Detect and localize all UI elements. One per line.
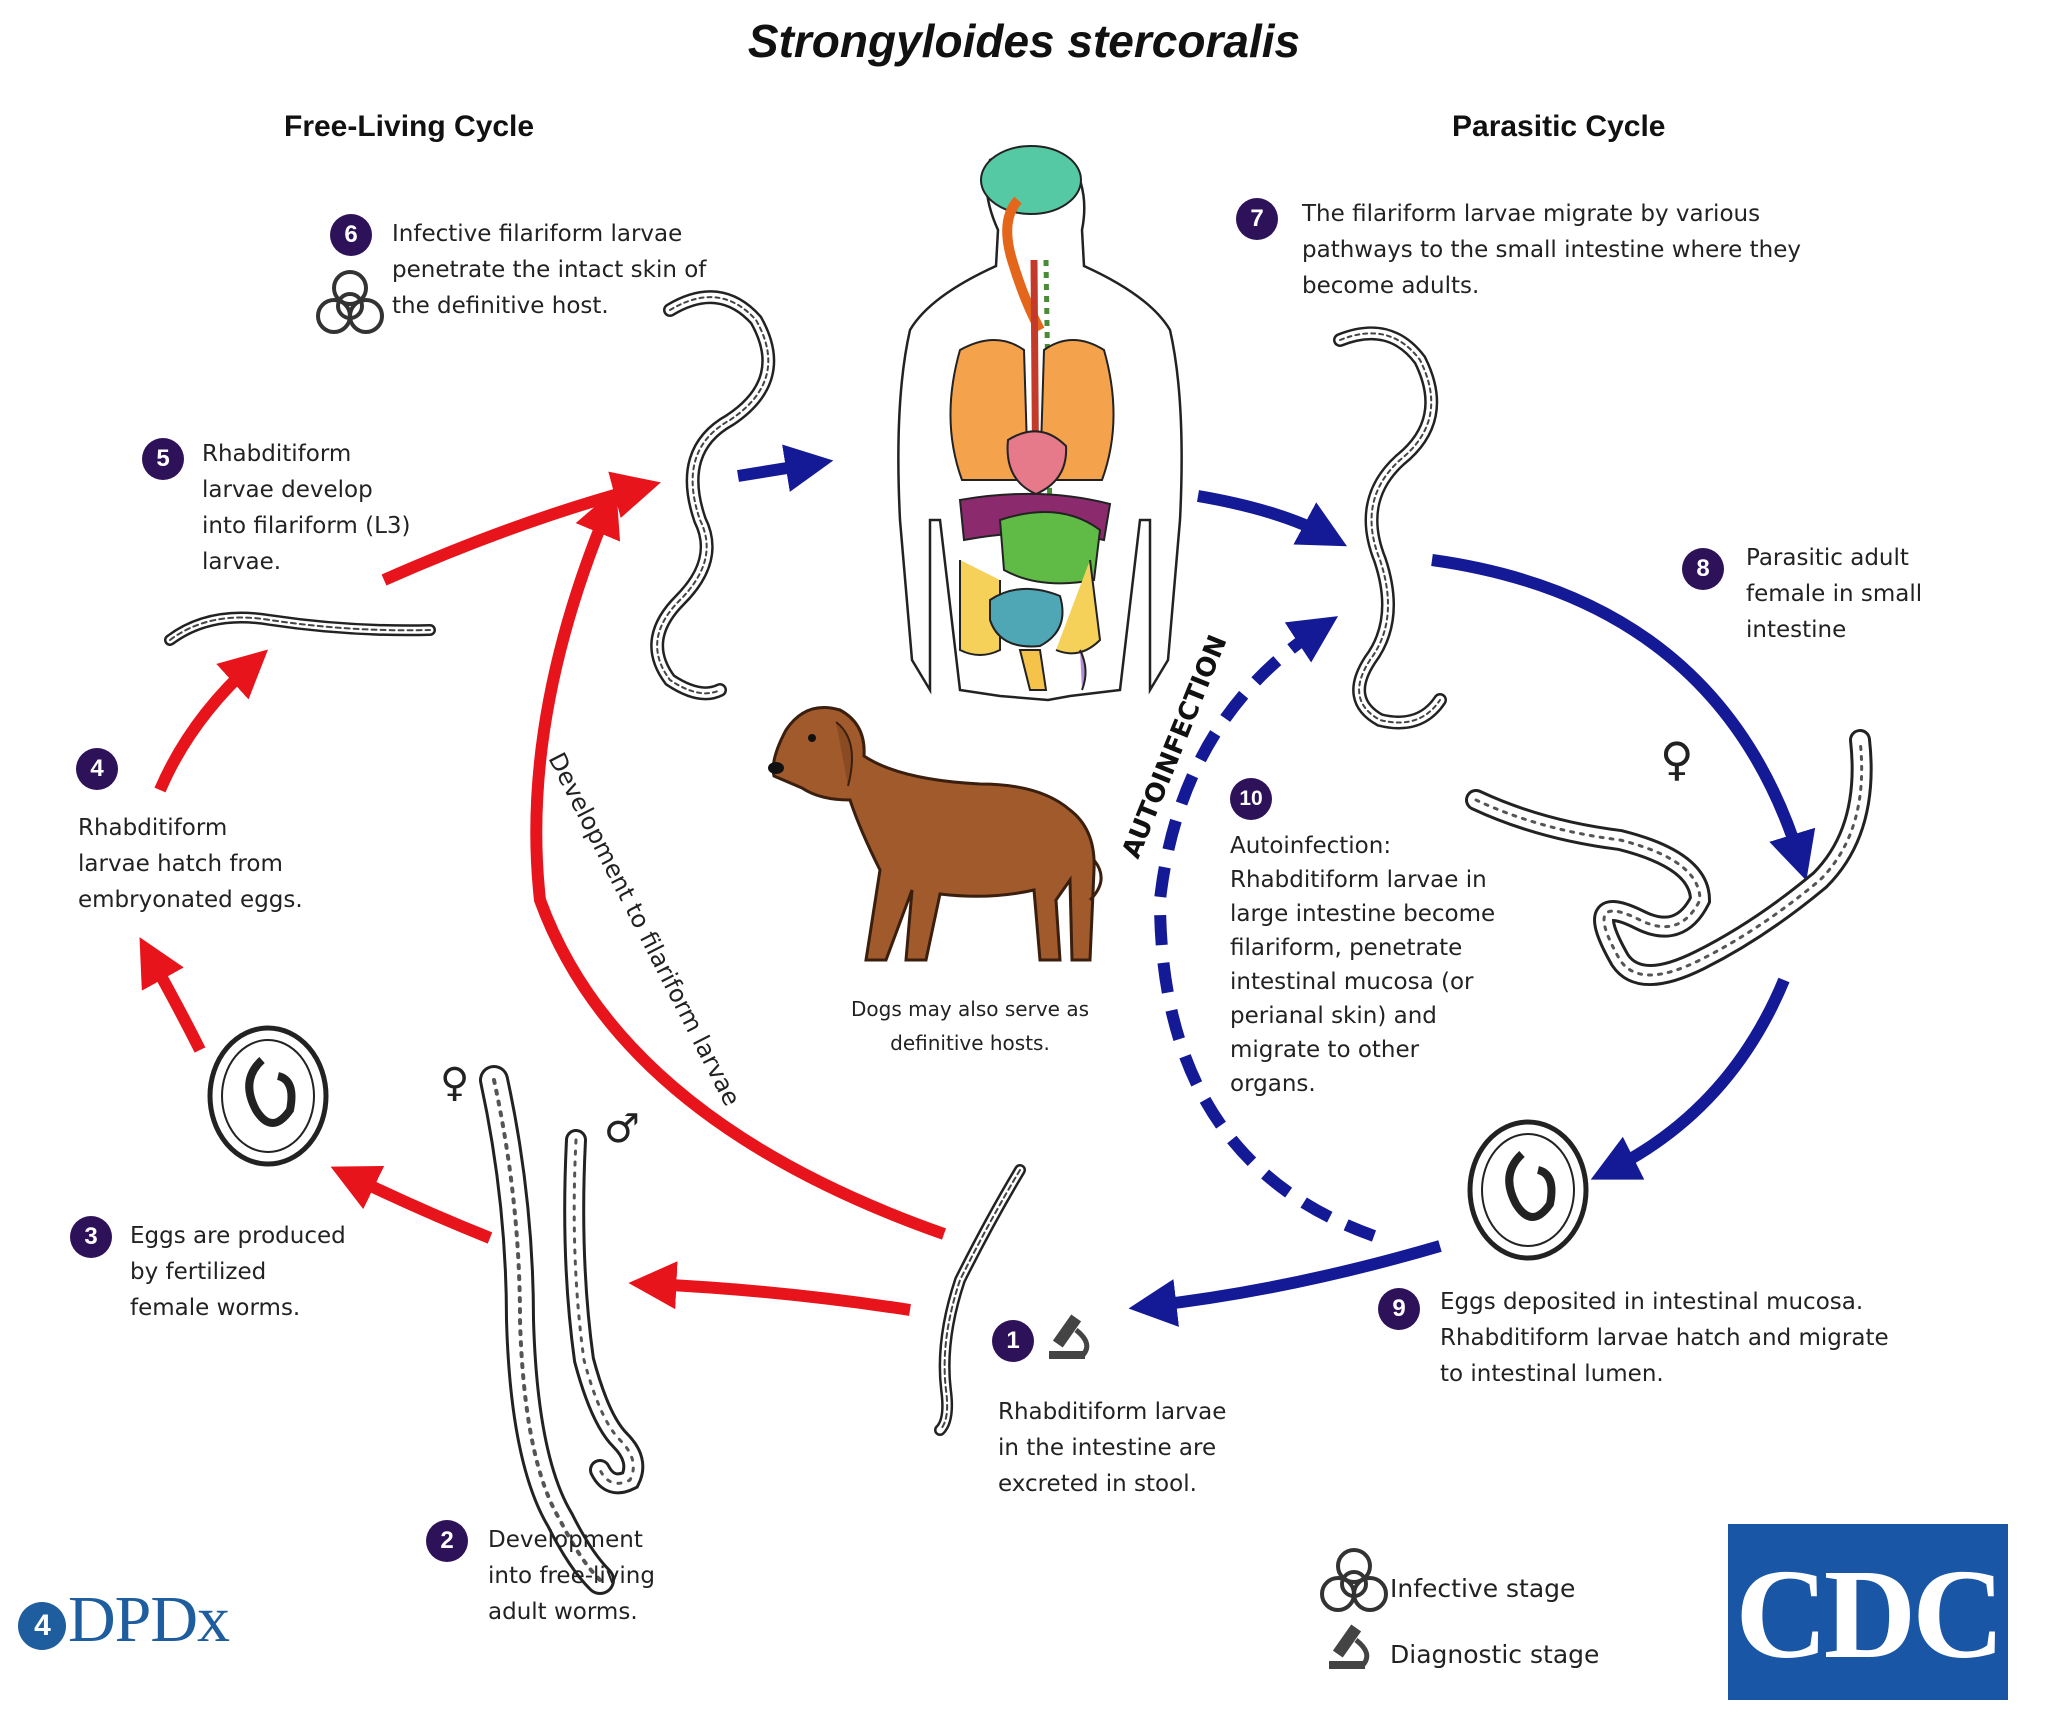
step-line: penetrate the intact skin of [392,257,707,283]
step-line: become adults. [1302,273,1480,299]
step-line: organs. [1230,1071,1316,1097]
human-body-illustration [897,145,1183,702]
cdc-logo-text: CDC [1735,1543,2004,1685]
step-line: into free-living [488,1563,655,1589]
arrow-7-to-8 [1431,554,1816,881]
step-line: Rhabditiform larvae hatch and migrate [1440,1325,1889,1351]
step-number-badge: 7 [1236,198,1278,240]
step-line: perianal skin) and [1230,1003,1437,1029]
step-line: by fertilized [130,1259,267,1285]
step-line: to intestinal lumen. [1440,1361,1664,1387]
male-symbol: ♂ [604,1106,640,1152]
step-line: pathways to the small intestine where th… [1302,237,1802,263]
dpdx-logo-mark: 4 [18,1602,66,1650]
step-line: migrate to other [1230,1037,1420,1063]
arrow-4-to-5 [154,649,269,793]
step-line: female in small [1746,581,1923,607]
step-number-badge: 3 [70,1216,112,1258]
parasitic-cycle-heading: Parasitic Cycle [1452,110,1666,143]
step-line: intestine [1746,617,1847,643]
dog-illustration [768,706,1103,962]
dog-caption: Dogs may also serve as definitive hosts. [851,997,1089,1055]
step-number-badge: 8 [1682,548,1724,590]
step-line: Autoinfection: [1230,833,1392,859]
step-line: larvae develop [202,477,373,503]
step-line: larvae. [202,549,282,575]
step-number-badge: 10 [1230,778,1272,820]
step-line: female worms. [130,1295,301,1321]
arrow-3-to-4 [139,937,206,1053]
step-line: in the intestine are [998,1435,1217,1461]
worm-illustration [164,290,1873,1595]
step-number-badge: 4 [76,748,118,790]
step-line: embryonated eggs. [78,887,303,913]
step-line: Eggs are produced [130,1223,346,1249]
step-line: Rhabditiform larvae [998,1399,1227,1425]
female-symbol: ♀ [440,1060,470,1106]
step-line: Rhabditiform [202,441,352,467]
arrow-8-to-9 [1590,977,1790,1180]
step-line: intestinal mucosa (or [1230,969,1474,995]
step-line: adult worms. [488,1599,638,1625]
step-number-badge: 5 [142,438,184,480]
arrow-autoinfection [1153,616,1377,1242]
step-line: Infective filariform larvae [392,221,683,247]
step-line: Development [488,1527,643,1553]
arrow-6-to-host [737,444,834,492]
step-line: The filariform larvae migrate by various [1302,201,1761,227]
step-line: the definitive host. [392,293,609,319]
free-living-cycle-heading: Free-Living Cycle [284,110,535,143]
step-line: Eggs deposited in intestinal mucosa. [1440,1289,1864,1315]
step-line: filariform, penetrate [1230,935,1463,961]
arrow-2-to-3 [330,1165,493,1244]
step-line: into filariform (L3) [202,513,411,539]
step-number-badge: 6 [330,214,372,256]
egg-illustration [207,1025,1589,1261]
free-living-arrows [139,471,946,1316]
step-number-badge: 1 [992,1320,1034,1362]
step-line: excreted in stool. [998,1471,1197,1497]
step-line: Rhabditiform [78,815,228,841]
step-line: Rhabditiform larvae in [1230,867,1487,893]
legend-diagnostic-stage: Diagnostic stage [1390,1640,1600,1669]
biohazard-icon [1320,1548,1388,1612]
legend-infective-stage: Infective stage [1390,1574,1576,1603]
arrow-host-to-7 [1196,490,1347,547]
arrow-1-to-2 [628,1261,911,1316]
diagram-title: Strongyloides stercoralis [747,15,1301,67]
step-line: larvae hatch from [78,851,283,877]
step-line: Parasitic adult [1746,545,1909,571]
female-symbol: ♀ [1660,732,1694,786]
biohazard-icon [316,270,384,334]
arrow-development-path [530,488,946,1240]
cdc-logo: CDC [1728,1524,2008,1700]
microscope-icon [1049,1314,1090,1359]
parasitic-arrows [737,444,1816,1327]
step-number-badge: 9 [1378,1288,1420,1330]
dpdx-logo-text: DPDx [68,1583,230,1656]
step-line: large intestine become [1230,901,1496,927]
step-number-badge: 2 [426,1520,468,1562]
microscope-icon [1329,1624,1370,1669]
arrow-9-to-1 [1128,1240,1442,1327]
